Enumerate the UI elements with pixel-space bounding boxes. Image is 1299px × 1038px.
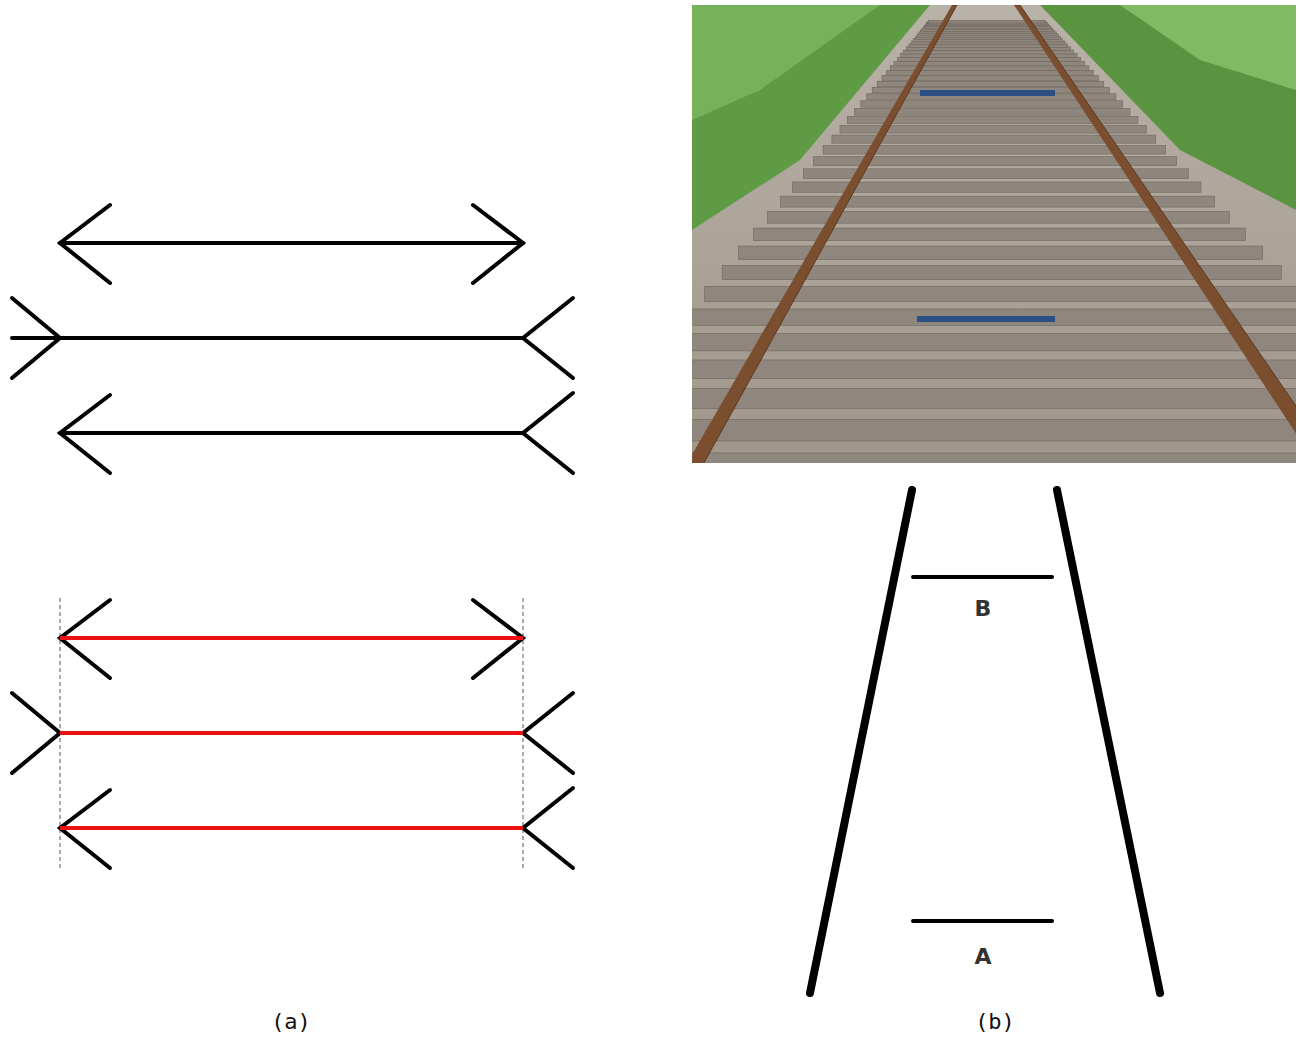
line-label: B [975, 596, 992, 621]
muller-lyer-red [12, 598, 573, 868]
panel-label: (b) [975, 1009, 1015, 1034]
muller-lyer-black [12, 205, 573, 473]
railway-photo [692, 5, 1296, 463]
ponzo-drawing [810, 490, 1160, 993]
panel-label: (a) [271, 1009, 311, 1034]
line-label: A [974, 944, 991, 969]
